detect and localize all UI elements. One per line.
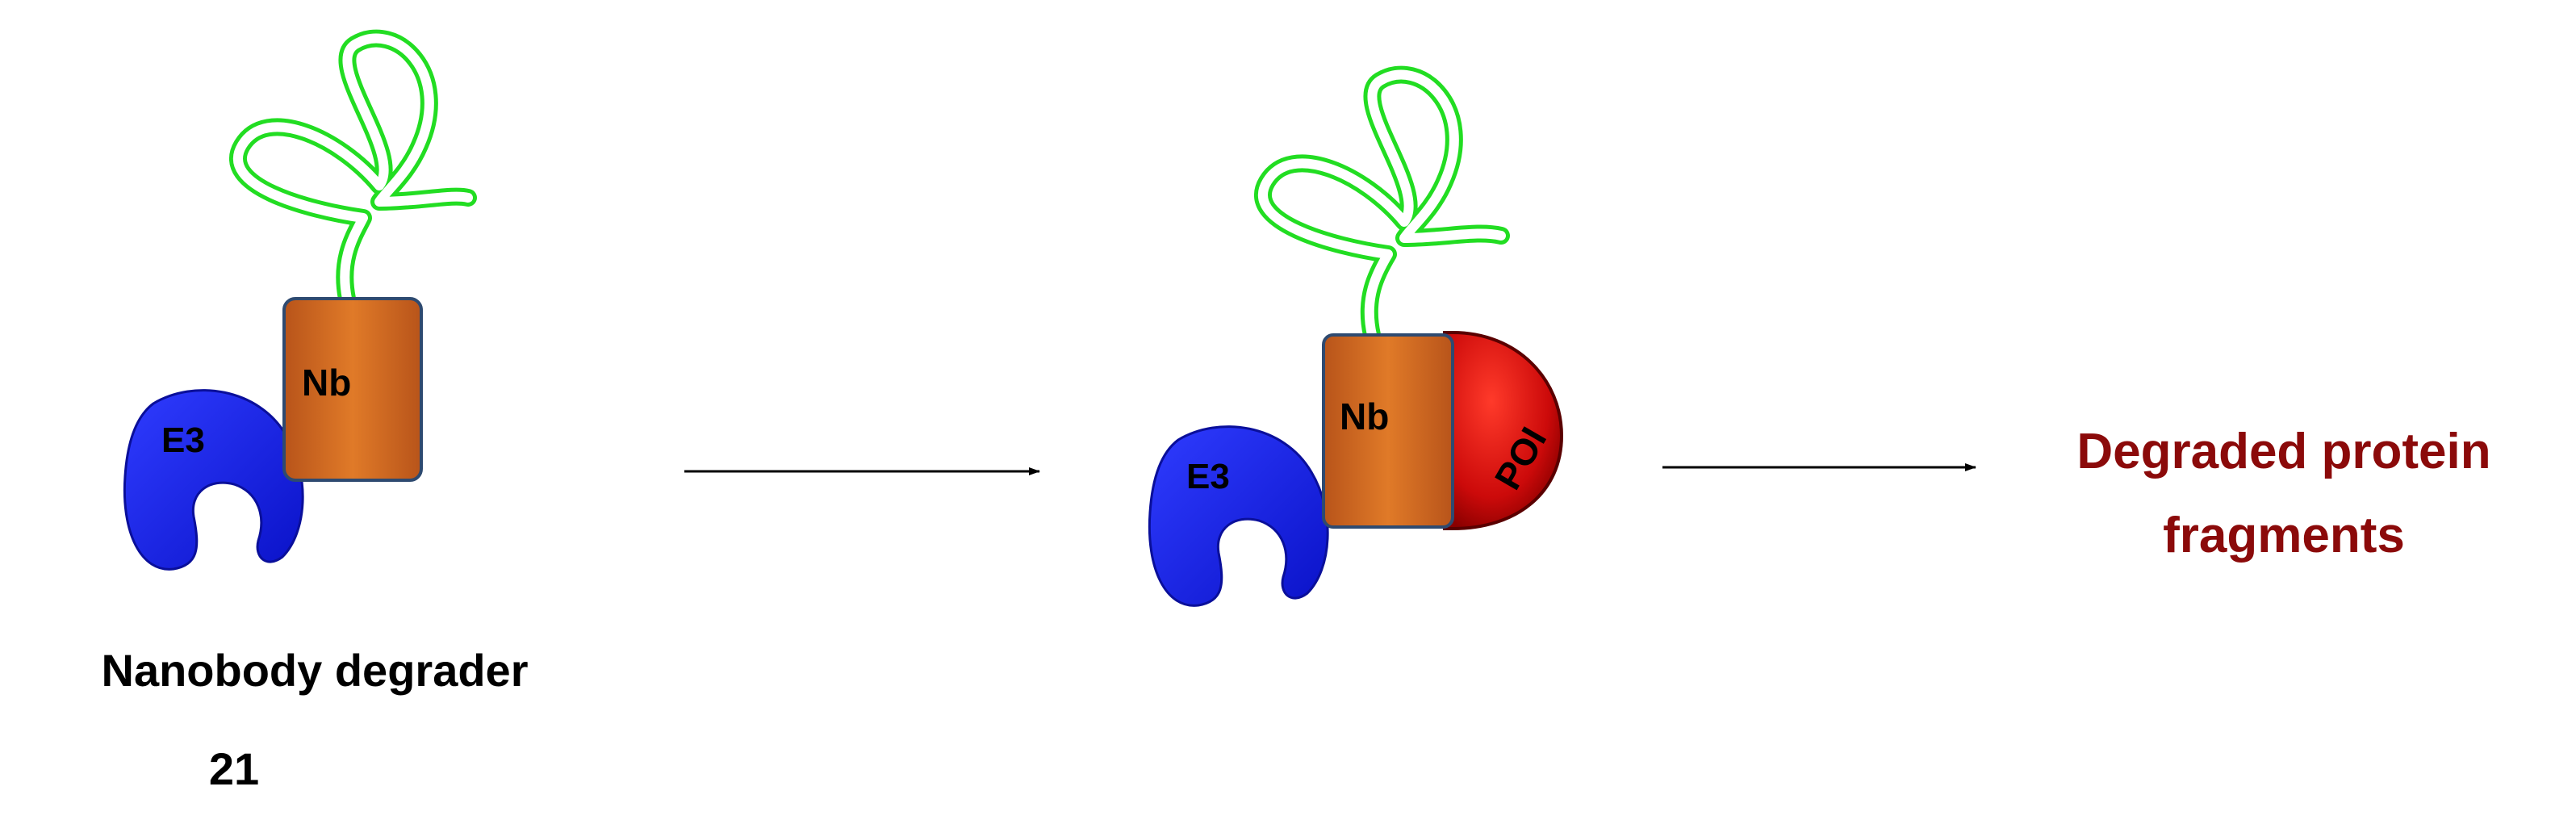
e3-ligase-shape-middle	[1148, 425, 1329, 607]
degrader-caption: Nanobody degrader	[101, 645, 529, 696]
poi-shape	[1443, 331, 1564, 530]
e3-ligase-shape-left	[123, 389, 304, 571]
nanobody-shape-middle	[1322, 333, 1454, 529]
nb-label-left: Nb	[302, 362, 351, 404]
degrader-group: E3 Nb	[123, 29, 477, 571]
nanobody-shape-left	[282, 297, 423, 482]
degrader-number: 21	[208, 743, 260, 794]
nb-label-middle: Nb	[1340, 395, 1389, 437]
linker-ribbon-middle	[1254, 65, 1510, 344]
product-line-2: fragments	[2163, 508, 2405, 563]
product-line-1: Degraded protein	[2076, 424, 2491, 479]
linker-ribbon-left	[229, 29, 477, 308]
ternary-complex-group: POI E3 Nb	[1148, 65, 1564, 607]
e3-label-left: E3	[161, 420, 205, 460]
e3-label-middle: E3	[1186, 457, 1230, 496]
product-label: Degraded protein fragments	[2001, 410, 2566, 578]
